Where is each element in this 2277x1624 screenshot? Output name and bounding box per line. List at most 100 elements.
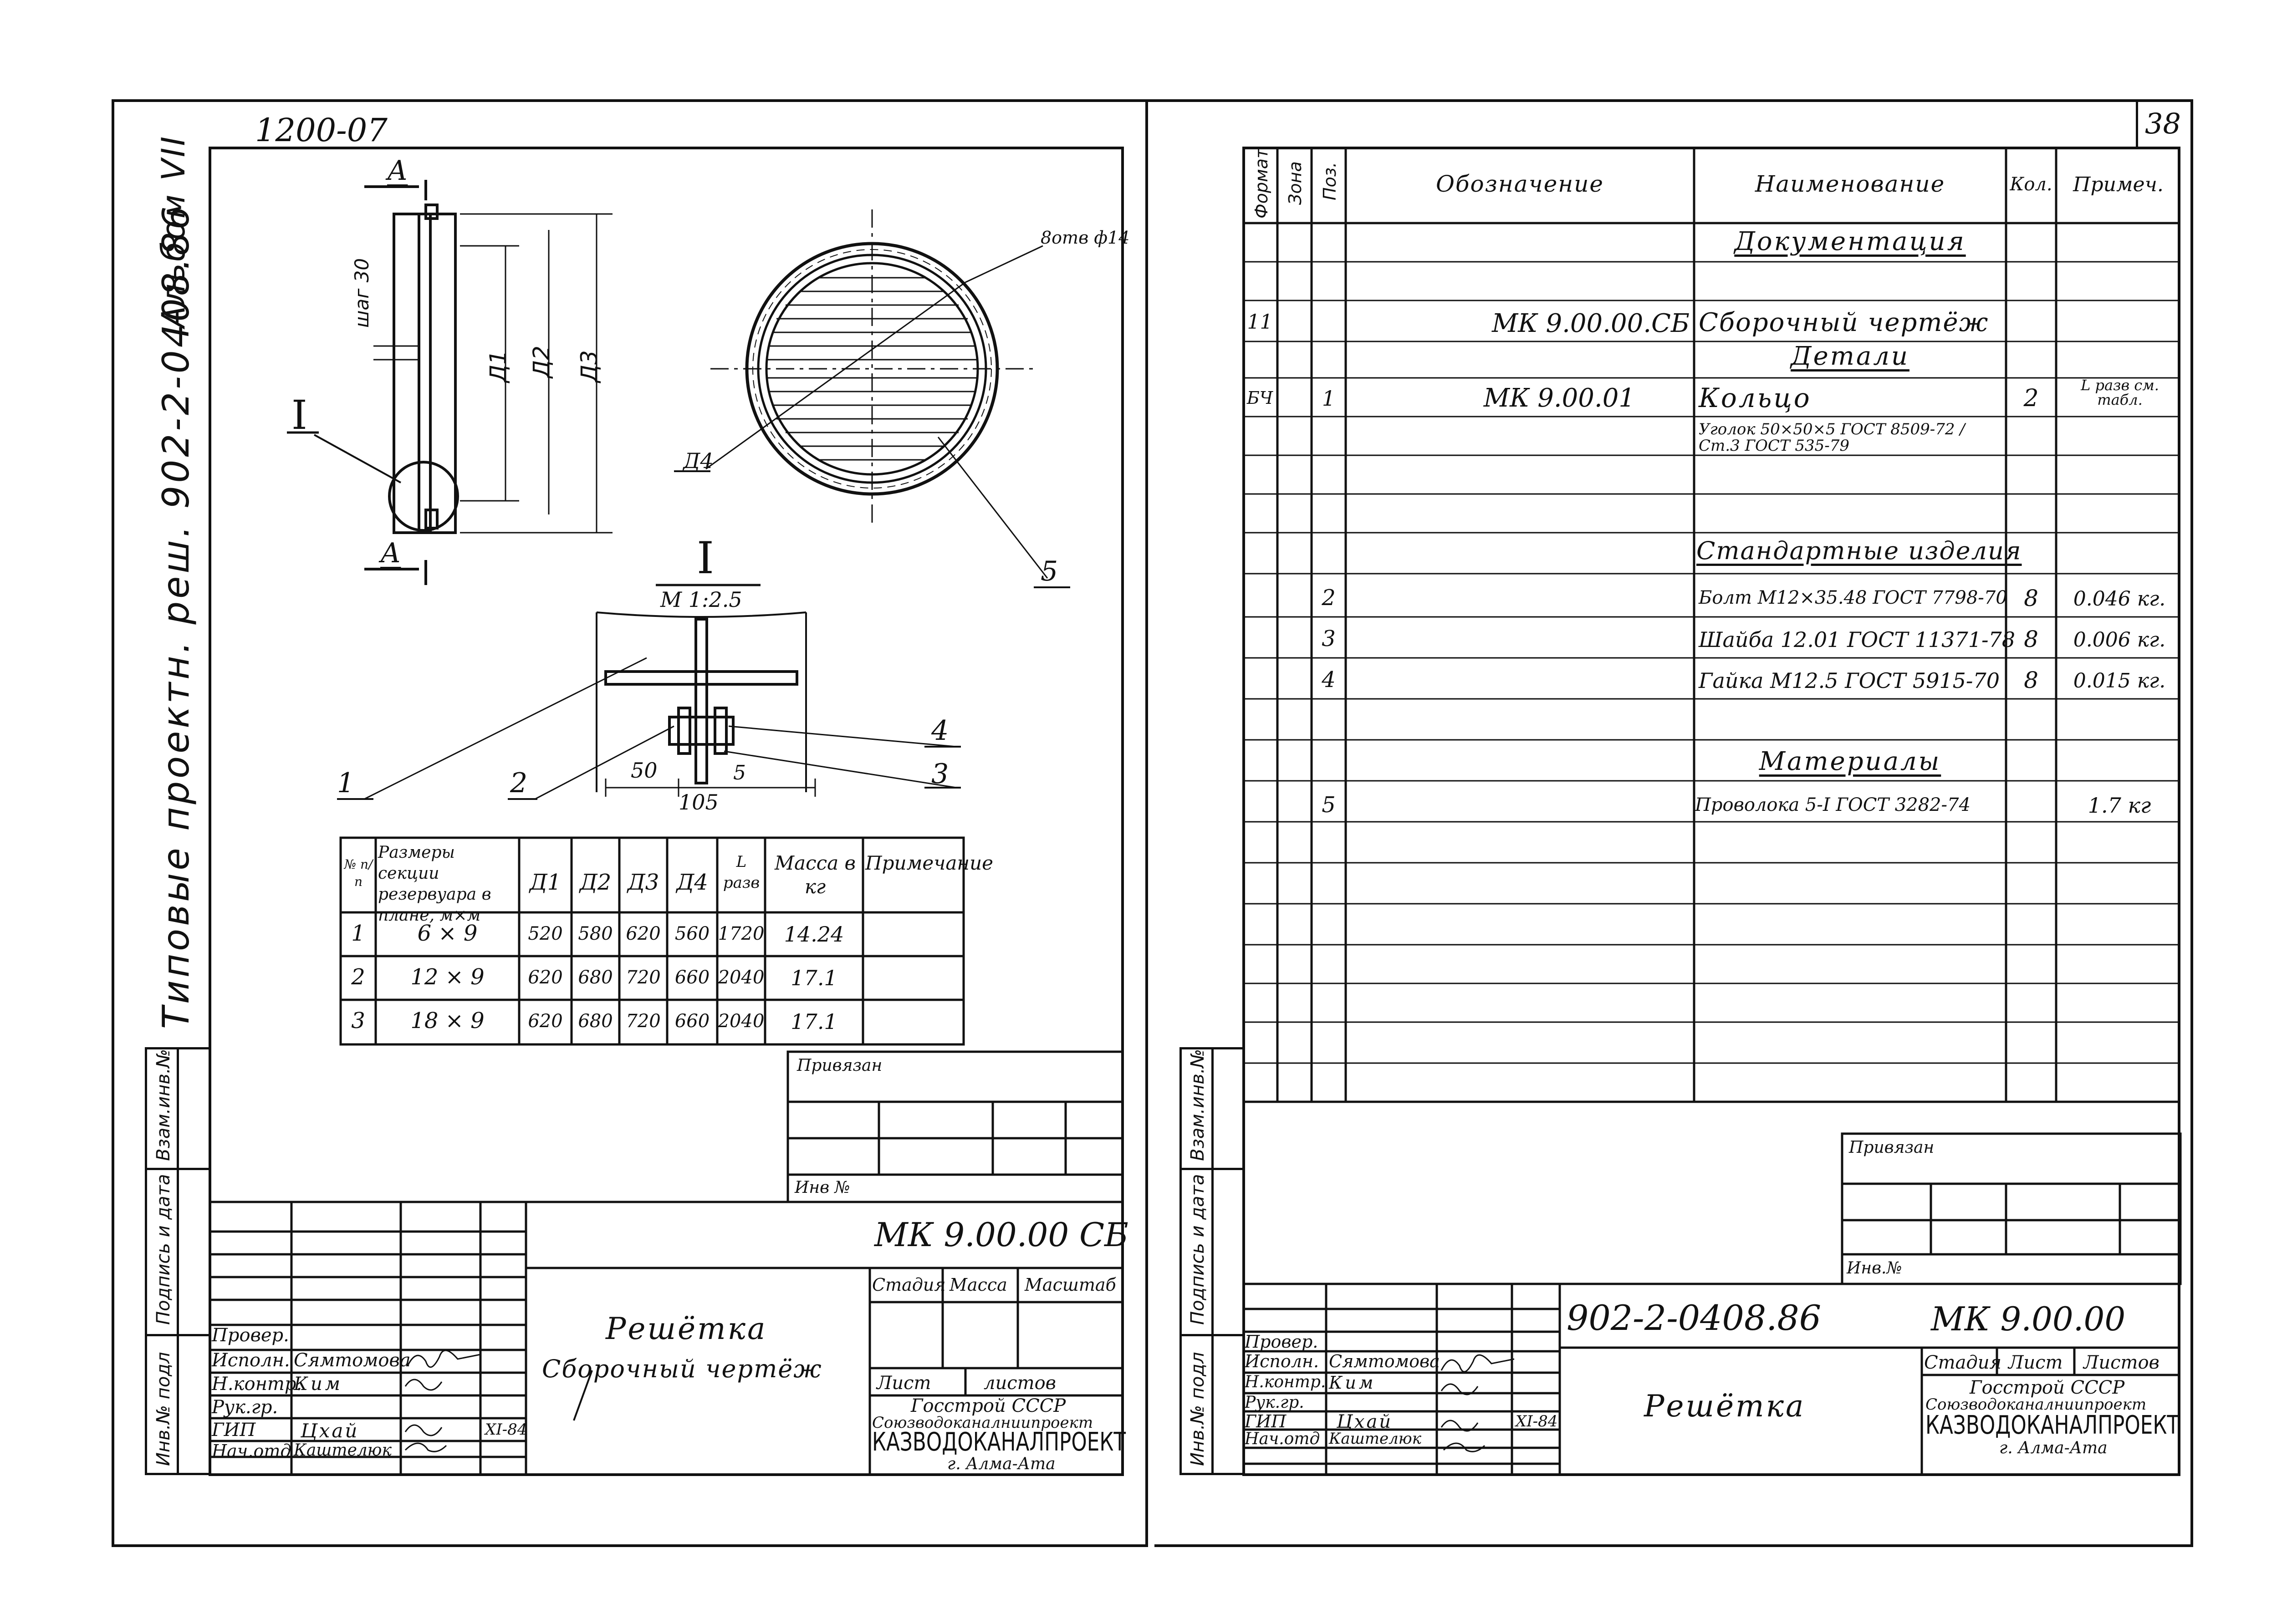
right-name: Сямтомова (1329, 1351, 1440, 1371)
right-outer-bottom (1154, 1544, 2193, 1547)
spec-header-designation: Обозначение (1435, 171, 1604, 197)
spec-row-note: 0.006 кг. (2073, 628, 2166, 652)
size-table-cell: 6 × 9 (417, 921, 478, 946)
size-table-header-mass: Масса в кг (775, 852, 856, 898)
size-table-cell: 620 (626, 923, 661, 944)
spec-row-name: Проволока 5-I ГОСТ 3282-74 (1695, 794, 1971, 815)
spec-row-note: 0.046 кг. (2073, 587, 2166, 611)
right-inner-frame (1242, 147, 2180, 1476)
spec-row-format: БЧ (1246, 388, 1273, 408)
section-mark-bottom: А (380, 537, 401, 569)
right-stamp-org-4: г. Алма-Ата (1999, 1439, 2108, 1457)
size-table-cell: 660 (674, 1011, 710, 1032)
archive-number: 1200-07 (255, 112, 388, 149)
right-stamp-listov: Листов (2083, 1352, 2160, 1373)
size-table-cell: 14.24 (784, 922, 844, 947)
spec-section-details: Детали (1791, 341, 1909, 371)
left-stamp-masshtab: Масштаб (1025, 1275, 1116, 1295)
size-table-cell: 12 × 9 (410, 964, 485, 990)
left-inner-frame (209, 147, 1124, 1476)
left-stamp-org-1: Госстрой СССР (911, 1395, 1066, 1416)
size-table-cell: 3 (351, 1008, 365, 1033)
right-stamp-title: Решётка (1644, 1389, 1806, 1424)
section-mark-top: А (387, 155, 408, 187)
right-margin-h2 (1179, 1334, 1245, 1336)
left-stamp-org-3: КАЗВОДОКАНАЛПРОЕКТ (872, 1427, 1126, 1457)
left-stamp-listov: листов (984, 1373, 1056, 1394)
right-stamp-list: Лист (2008, 1352, 2063, 1373)
right-inv-label: Инв.№ (1847, 1259, 1902, 1278)
right-role: Исполн. (1245, 1351, 1319, 1371)
left-role: ГИП (212, 1420, 256, 1441)
size-table-cell: 17.1 (791, 1009, 837, 1034)
page-number: 38 (2145, 107, 2181, 140)
spec-header-qty: Кол. (2010, 174, 2052, 195)
right-role: Н.контр. (1245, 1373, 1326, 1391)
spec-row-pos: 5 (1322, 792, 1336, 818)
size-table-cell: 18 × 9 (410, 1008, 485, 1033)
size-table-cell: 2040 (718, 1011, 765, 1032)
spec-section-materials: Материалы (1759, 747, 1941, 776)
size-table-header-size: Размеры секции резервуара в плане, м×м (378, 843, 491, 925)
right-margin-h1 (1179, 1168, 1245, 1170)
left-margin-h2 (145, 1334, 211, 1336)
right-stamp-org-3: КАЗВОДОКАНАЛПРОЕКТ (1925, 1410, 2180, 1440)
pos-5-label: 5 (1041, 555, 1058, 587)
left-outer-bottom (112, 1544, 1145, 1547)
dim-d4: Д4 (683, 448, 714, 473)
size-table-cell: 720 (626, 967, 661, 988)
page-number-box-v (2136, 99, 2138, 147)
spec-section-documentation: Документация (1734, 227, 1966, 256)
left-role: Провер. (212, 1325, 289, 1346)
left-role: Исполн. (212, 1350, 290, 1371)
spec-row-pos: 4 (1322, 667, 1336, 692)
size-table-cell: 680 (578, 967, 613, 988)
left-name: Цхай (301, 1420, 359, 1442)
right-privyazan-label: Привязан (1849, 1138, 1935, 1157)
spec-row-qty: 2 (2023, 385, 2039, 412)
left-stamp-org-2: Союзводоканалниипроект (872, 1414, 1093, 1432)
size-table-cell: 660 (674, 967, 710, 988)
right-margin-div (1211, 1047, 1214, 1475)
holes-label: 8отв ф14 (1041, 228, 1130, 248)
pos-2-label: 2 (510, 767, 528, 799)
left-date: XI-84 (485, 1420, 527, 1439)
right-date: XI-84 (1516, 1412, 1558, 1431)
left-outer-left (112, 99, 114, 1547)
spec-row-qty: 8 (2024, 585, 2038, 611)
size-table-header-d4: Д4 (676, 870, 708, 895)
spec-row-qty: 8 (2024, 667, 2038, 693)
size-table-cell: 560 (674, 923, 710, 944)
spec-row-name: Гайка М12.5 ГОСТ 5915-70 (1699, 668, 2000, 693)
detail-scale: М 1:2.5 (660, 587, 742, 612)
spec-row-pos: 2 (1322, 585, 1336, 611)
left-outer-top (112, 99, 1164, 102)
right-stamp-org-1: Госстрой СССР (1970, 1377, 2125, 1398)
detail-title: I (697, 533, 714, 584)
spec-row-name: Сборочный чертёж (1699, 308, 1989, 337)
right-stamp-stadiya: Стадия (1924, 1352, 2001, 1373)
left-role: Нач.отд (212, 1441, 291, 1461)
size-table-cell: 620 (528, 1011, 563, 1032)
pos-4-label: 4 (931, 715, 949, 747)
spec-row-name: Болт М12×35.48 ГОСТ 7798-70 (1699, 587, 2007, 608)
size-table-cell: 680 (578, 1011, 613, 1032)
spec-row-qty: 8 (2024, 626, 2038, 652)
spec-row-note: 0.015 кг. (2073, 669, 2166, 692)
right-role: ГИП (1245, 1411, 1287, 1431)
left-margin-h1 (145, 1168, 211, 1170)
left-stamp-stadiya: Стадия (872, 1275, 946, 1295)
right-stamp-org-2: Союзводоканалниипроект (1925, 1395, 2147, 1414)
spec-header-note: Примеч. (2073, 173, 2164, 196)
dim-5: 5 (733, 761, 746, 784)
left-inv-label: Инв № (795, 1178, 850, 1197)
left-role: Рук.гр. (212, 1397, 278, 1418)
left-stamp-subtitle: Сборочный чертёж (542, 1354, 822, 1383)
right-outer-top (1154, 99, 2193, 102)
right-stamp-code: МК 9.00.00 (1931, 1300, 2126, 1338)
